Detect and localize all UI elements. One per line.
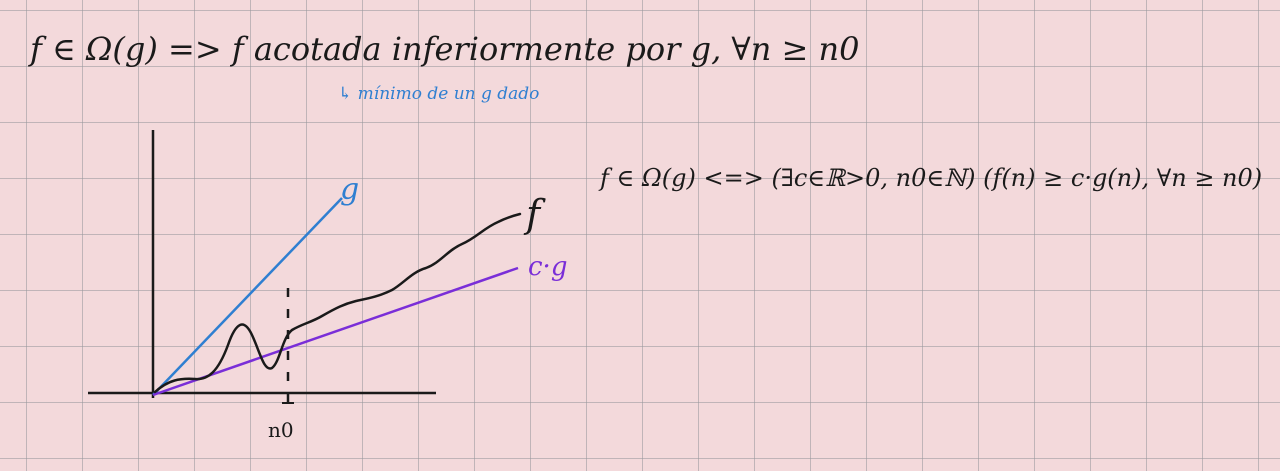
f-curve [153,212,522,394]
cg-curve [152,266,519,397]
definition-line: f ∈ Ω(g) => f acotada inferiormente por … [30,30,860,68]
n0-label: n0 [268,418,294,442]
cg-label: c·g [528,252,568,282]
f-label: f [526,192,541,236]
formal-definition: f ∈ Ω(g) <=> (∃c∈ℝ>0, n0∈ℕ) (f(n) ≥ c·g(… [600,164,1263,192]
g-label: g [340,172,360,207]
g-curve [152,197,343,396]
minimum-annotation: ↳ mínimo de un g dado [338,84,540,104]
